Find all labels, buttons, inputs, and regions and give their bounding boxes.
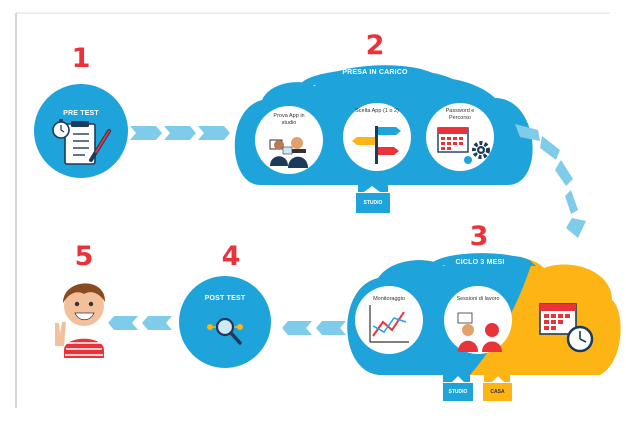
signpost-icon xyxy=(352,126,401,164)
pre-test-node xyxy=(34,84,128,178)
step-number-5: 5 xyxy=(74,241,94,272)
people-icon xyxy=(457,312,502,352)
arrow-1-2 xyxy=(130,126,230,140)
ciclo-item-2: Sessioni di lavoro xyxy=(456,296,500,302)
presa-in-carico-cloud xyxy=(234,65,533,213)
calendar-icon xyxy=(437,127,469,153)
post-test-label: POST TEST xyxy=(204,295,246,302)
step-number-2: 2 xyxy=(365,30,385,61)
clock-icon xyxy=(566,325,594,353)
presa-item-3: Password e Percorso xyxy=(445,108,475,121)
ciclo-item-1: Monitoraggio xyxy=(373,296,405,302)
arrow-3-4 xyxy=(282,321,346,335)
presa-in-carico-label: PRESA IN CARICO xyxy=(342,69,408,76)
step-number-1: 1 xyxy=(71,43,91,74)
magnifier-icon xyxy=(207,317,243,345)
ciclo-label: CICLO 3 MESI xyxy=(455,259,505,266)
presa-item-1: Prova App in studio xyxy=(273,113,305,126)
step-number-4: 4 xyxy=(221,241,241,272)
studio-tag: STUDIO xyxy=(363,200,383,206)
post-test-node xyxy=(179,276,271,368)
stopwatch-icon xyxy=(52,119,70,139)
calendar-icon xyxy=(539,303,577,335)
casa-tag: CASA xyxy=(490,389,505,395)
arrow-4-5 xyxy=(108,316,172,330)
pen-icon xyxy=(89,129,111,162)
gear-icon xyxy=(464,141,490,164)
boy-icon xyxy=(55,283,106,358)
arrow-2-3 xyxy=(515,124,586,238)
presa-item-2: Scelta App (1 o 2) xyxy=(355,108,399,114)
people-icon xyxy=(269,137,308,168)
pre-test-label: PRE TEST xyxy=(63,110,99,117)
clipboard-icon xyxy=(64,121,96,165)
step-number-3: 3 xyxy=(469,221,489,252)
studio-tag-2: STUDIO xyxy=(448,389,468,395)
chart-icon xyxy=(369,305,409,343)
